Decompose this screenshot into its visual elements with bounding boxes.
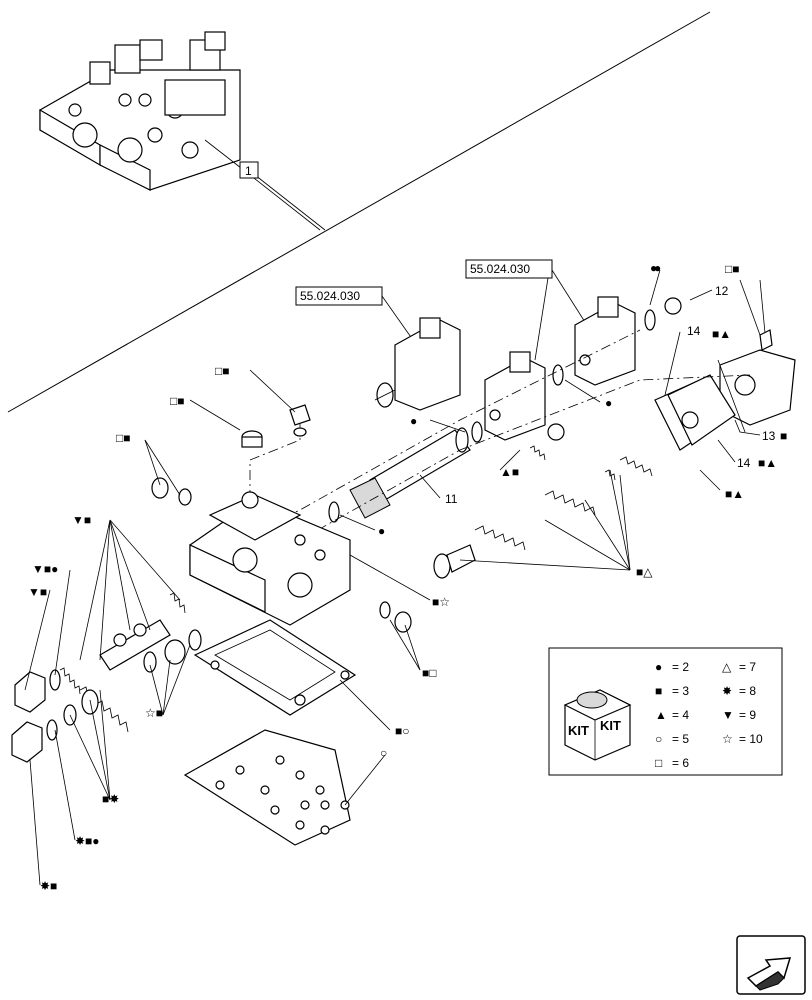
callout-12: 12 (715, 284, 729, 298)
sym-sq-sq: ■□ (422, 666, 437, 680)
kit-label-right: KIT (600, 718, 621, 733)
legend-item-9: □ (655, 756, 662, 770)
solenoid-middle (484, 351, 546, 441)
separator-line (7, 11, 711, 413)
solenoid-cylinder (349, 427, 471, 519)
plug-right (379, 601, 412, 633)
sym-springs: ■△ (636, 565, 653, 579)
valve-assembly-overview (39, 31, 241, 191)
callout-13: 13 (762, 429, 776, 443)
solenoid-right (574, 296, 636, 386)
washer-12 (664, 297, 682, 315)
o-ring-b (552, 364, 564, 386)
legend-item-1: ● (655, 660, 662, 674)
sym-top-right: □■ (725, 262, 740, 276)
valve-body (189, 491, 351, 626)
sym-sq-8: ■✸ (102, 792, 119, 806)
legend-item-6-value: = 9 (739, 708, 756, 722)
sym-bv2: ▼■ (28, 585, 47, 599)
sym-sq-circ: ■○ (395, 724, 410, 738)
legend-item-3: ■ (655, 684, 662, 698)
plug-left (151, 477, 192, 506)
ref-box-right (465, 259, 553, 279)
callout-11: 11 (445, 492, 458, 506)
ref-label-right: 55.024.030 (470, 262, 530, 276)
sym-dot-d: ● (605, 396, 612, 410)
legend-item-4: ✸ (722, 684, 732, 698)
legend-item-7: ○ (655, 732, 662, 746)
sym-8-sq-dot: ✸■● (75, 834, 100, 848)
sym-13: ■ (780, 429, 787, 443)
bolt-top (289, 404, 311, 437)
callout-14-top: 14 (687, 324, 701, 338)
sym-bvd: ▼■● (32, 562, 58, 576)
sym-bv: ▼■ (72, 513, 91, 527)
legend-item-9-value: = 6 (672, 756, 689, 770)
screw-top-right (759, 279, 773, 351)
legend-item-2-value: = 7 (739, 660, 756, 674)
sym-8-sq: ✸■ (40, 879, 57, 893)
callout-14-bot: 14 (737, 456, 751, 470)
kit-box-icon: KIT KIT (563, 689, 632, 761)
sym-bot-right: ■▲ (725, 487, 744, 501)
sym-12-dot: ● (654, 261, 661, 275)
sym-tri-sq: ▲■ (500, 465, 519, 479)
sym-sq-star: ■☆ (432, 595, 450, 609)
cap-top (241, 430, 263, 448)
o-ring-a (471, 421, 483, 443)
o-ring-c (644, 309, 656, 331)
plug-bottom-left-2 (11, 719, 58, 763)
sym-14-top: ■▲ (712, 327, 731, 341)
legend-item-2: △ (722, 660, 732, 674)
spring-set-right (433, 423, 653, 579)
solenoid-left (374, 317, 461, 411)
sym-dot-b: ● (410, 414, 417, 428)
legend-item-6: ▼ (722, 708, 734, 722)
legend-item-4-value: = 8 (739, 684, 756, 698)
legend-item-8: ☆ (722, 732, 733, 746)
ref-label-left: 55.024.030 (300, 289, 360, 303)
legend-item-5: ▲ (655, 708, 667, 722)
legend-item-8-value: = 10 (739, 732, 763, 746)
kit-label-left: KIT (568, 723, 589, 738)
callout-1-box (239, 161, 259, 179)
gasket-plate (193, 619, 357, 716)
sym-body-left: □■ (116, 431, 131, 445)
spool-set-left (59, 592, 202, 733)
legend-item-3-value: = 3 (672, 684, 689, 698)
kit-legend: KIT KIT ● = 2 △ = 7 ■ = 3 ✸ = 8 ▲ = 4 ▼ … (548, 647, 783, 776)
legend-item-1-value: = 2 (672, 660, 689, 674)
legend-item-7-value: = 5 (672, 732, 689, 746)
sym-cap: □■ (170, 394, 185, 408)
sym-bolt: □■ (215, 364, 230, 378)
sym-star-sq: ☆■ (145, 706, 163, 720)
gasket-14 (654, 374, 736, 451)
o-ring-d (328, 501, 340, 523)
bottom-plate (183, 729, 351, 846)
sym-dot-a: ● (650, 261, 657, 275)
callout-1: 1 (245, 164, 252, 178)
end-cap-13 (719, 349, 796, 436)
plug-bottom-left-1 (14, 669, 61, 713)
next-page-arrow-icon[interactable] (736, 935, 806, 995)
sym-circle: ○ (380, 746, 387, 760)
sym-14-bot: ■▲ (758, 456, 777, 470)
legend-item-5-value: = 4 (672, 708, 689, 722)
sym-dot-c: ● (378, 524, 385, 538)
